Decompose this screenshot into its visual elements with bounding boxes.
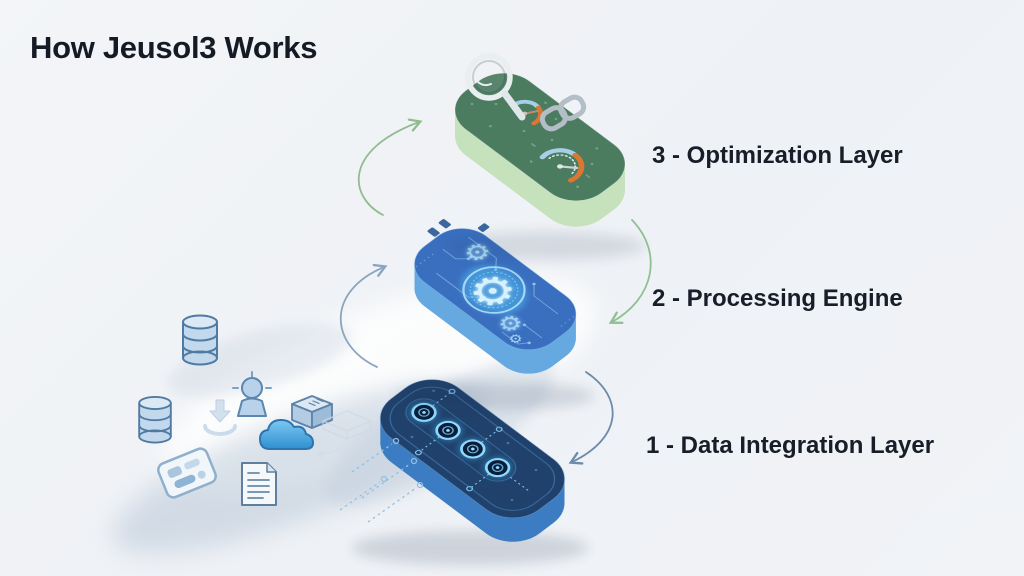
arrow-up-to-processing (339, 263, 388, 368)
arrow-down-to-processing (608, 219, 652, 324)
chip-icon (291, 395, 333, 429)
cloud-icon (259, 419, 314, 450)
label-processing-engine: 2 - Processing Engine (652, 285, 903, 312)
label-data-integration-layer: 1 - Data Integration Layer (646, 432, 935, 459)
flow-arrows-down (568, 219, 652, 465)
document-icon (241, 462, 277, 506)
database-icon (138, 396, 172, 444)
funnel-arrow-icon (203, 399, 237, 436)
link-icon (539, 94, 587, 132)
source-icons (138, 314, 372, 506)
dotted-trace (339, 443, 417, 523)
label-optimization-layer: 3 - Optimization Layer (652, 142, 903, 169)
data-integration-block (339, 367, 588, 565)
processing-block: ⚙ ⚙ ⚙ ⚙ (395, 217, 595, 410)
speedometer-icon (539, 148, 585, 183)
flow-arrows-up (339, 118, 423, 368)
arrow-up-to-optimization (357, 118, 423, 216)
ghost-box-icon (317, 410, 372, 457)
user-icon (232, 371, 272, 417)
optimization-block (439, 53, 645, 260)
page-title: How Jeusol3 Works (30, 30, 318, 65)
arrow-down-to-data (568, 371, 614, 465)
magnifier-icon (465, 53, 526, 121)
node-ring-icon (409, 401, 513, 479)
dashboard-card-icon (157, 447, 217, 499)
database-icon (182, 314, 218, 366)
